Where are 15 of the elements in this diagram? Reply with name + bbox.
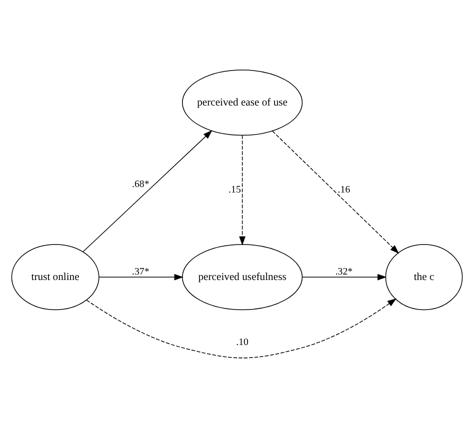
edge-label: .15	[228, 184, 241, 196]
edge-label: .32*	[335, 266, 353, 278]
node-ellipse: perceived usefulness	[182, 244, 303, 310]
arrow	[302, 274, 387, 280]
edge-label: .10	[236, 336, 248, 348]
arrow	[86, 298, 397, 358]
arrow	[239, 134, 246, 246]
edge-label: .68*	[132, 179, 150, 190]
arrow	[82, 130, 212, 252]
arrow	[98, 274, 184, 280]
node-ellipse: trust online	[11, 244, 100, 310]
edge-label: .16	[338, 184, 350, 196]
edge-label: .37*	[132, 266, 150, 278]
node-ellipse: perceived ease of use	[182, 70, 303, 136]
arrow	[272, 130, 400, 254]
